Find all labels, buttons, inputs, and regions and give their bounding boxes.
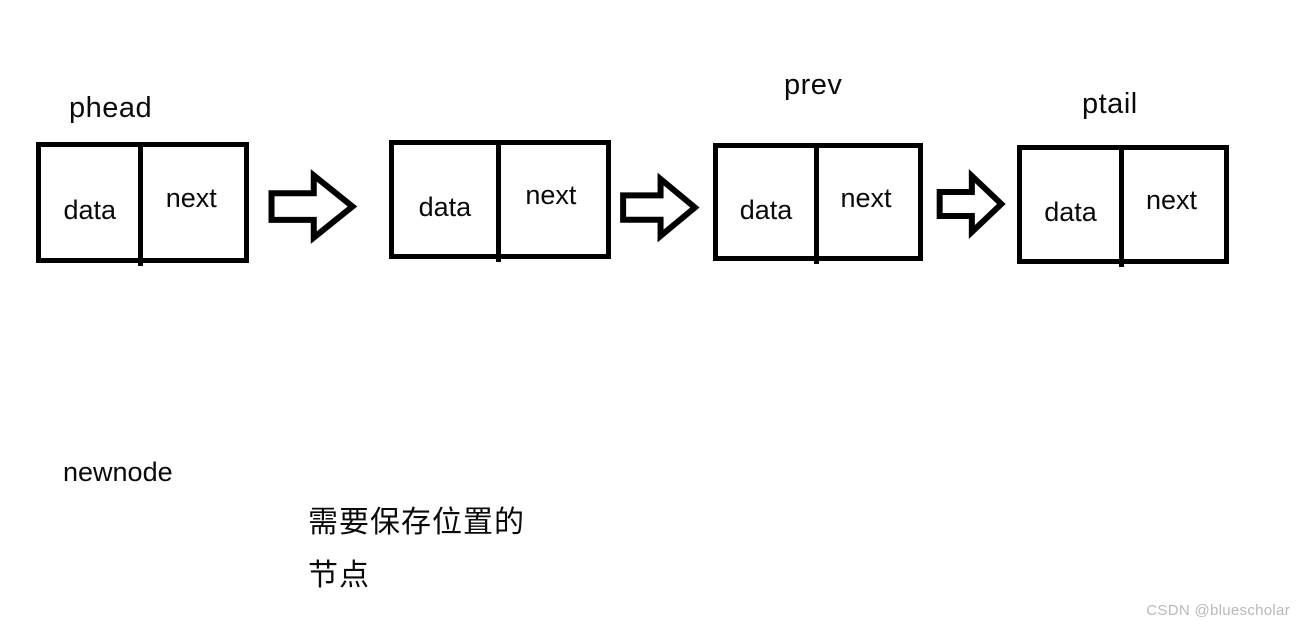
divider-line xyxy=(495,144,501,262)
node-data-cell: data xyxy=(718,148,814,256)
divider-line xyxy=(814,147,819,264)
note-text: 需要保存位置的 节点 xyxy=(308,496,525,602)
node-data-cell: data xyxy=(394,145,496,254)
data-cell-label: data xyxy=(63,195,116,225)
node-data-cell: data xyxy=(1022,150,1119,259)
arrow-right-icon xyxy=(268,171,356,242)
next-cell-label: next xyxy=(840,182,892,213)
watermark-text: CSDN @bluescholar xyxy=(1146,602,1290,619)
list-node-prev: data next xyxy=(713,143,923,264)
data-cell-label: data xyxy=(1044,197,1097,227)
node-next-cell: next xyxy=(814,148,918,256)
list-node-phead: data next xyxy=(36,142,249,266)
note-line-2: 节点 xyxy=(308,559,370,592)
node-data-cell: data xyxy=(41,147,138,258)
prev-pointer-label: prev xyxy=(784,69,843,101)
newnode-label: newnode xyxy=(63,457,173,487)
node-next-cell: next xyxy=(1119,150,1224,259)
next-cell-label: next xyxy=(165,183,217,213)
note-line-1: 需要保存位置的 xyxy=(308,506,525,539)
list-node-ptail: data next xyxy=(1017,145,1229,267)
arrow-right-icon xyxy=(937,172,1004,236)
data-cell-label: data xyxy=(739,194,793,225)
ptail-pointer-label: ptail xyxy=(1082,88,1138,120)
data-cell-label: data xyxy=(418,192,472,222)
divider-line xyxy=(138,146,144,266)
next-cell-label: next xyxy=(1145,185,1197,215)
divider-line xyxy=(1118,149,1124,267)
node-next-cell: next xyxy=(496,145,606,254)
list-node-middle: data next xyxy=(389,140,611,262)
node-next-cell: next xyxy=(138,147,244,258)
arrow-right-icon xyxy=(620,175,698,240)
next-cell-label: next xyxy=(525,180,577,210)
phead-pointer-label: phead xyxy=(69,92,153,124)
